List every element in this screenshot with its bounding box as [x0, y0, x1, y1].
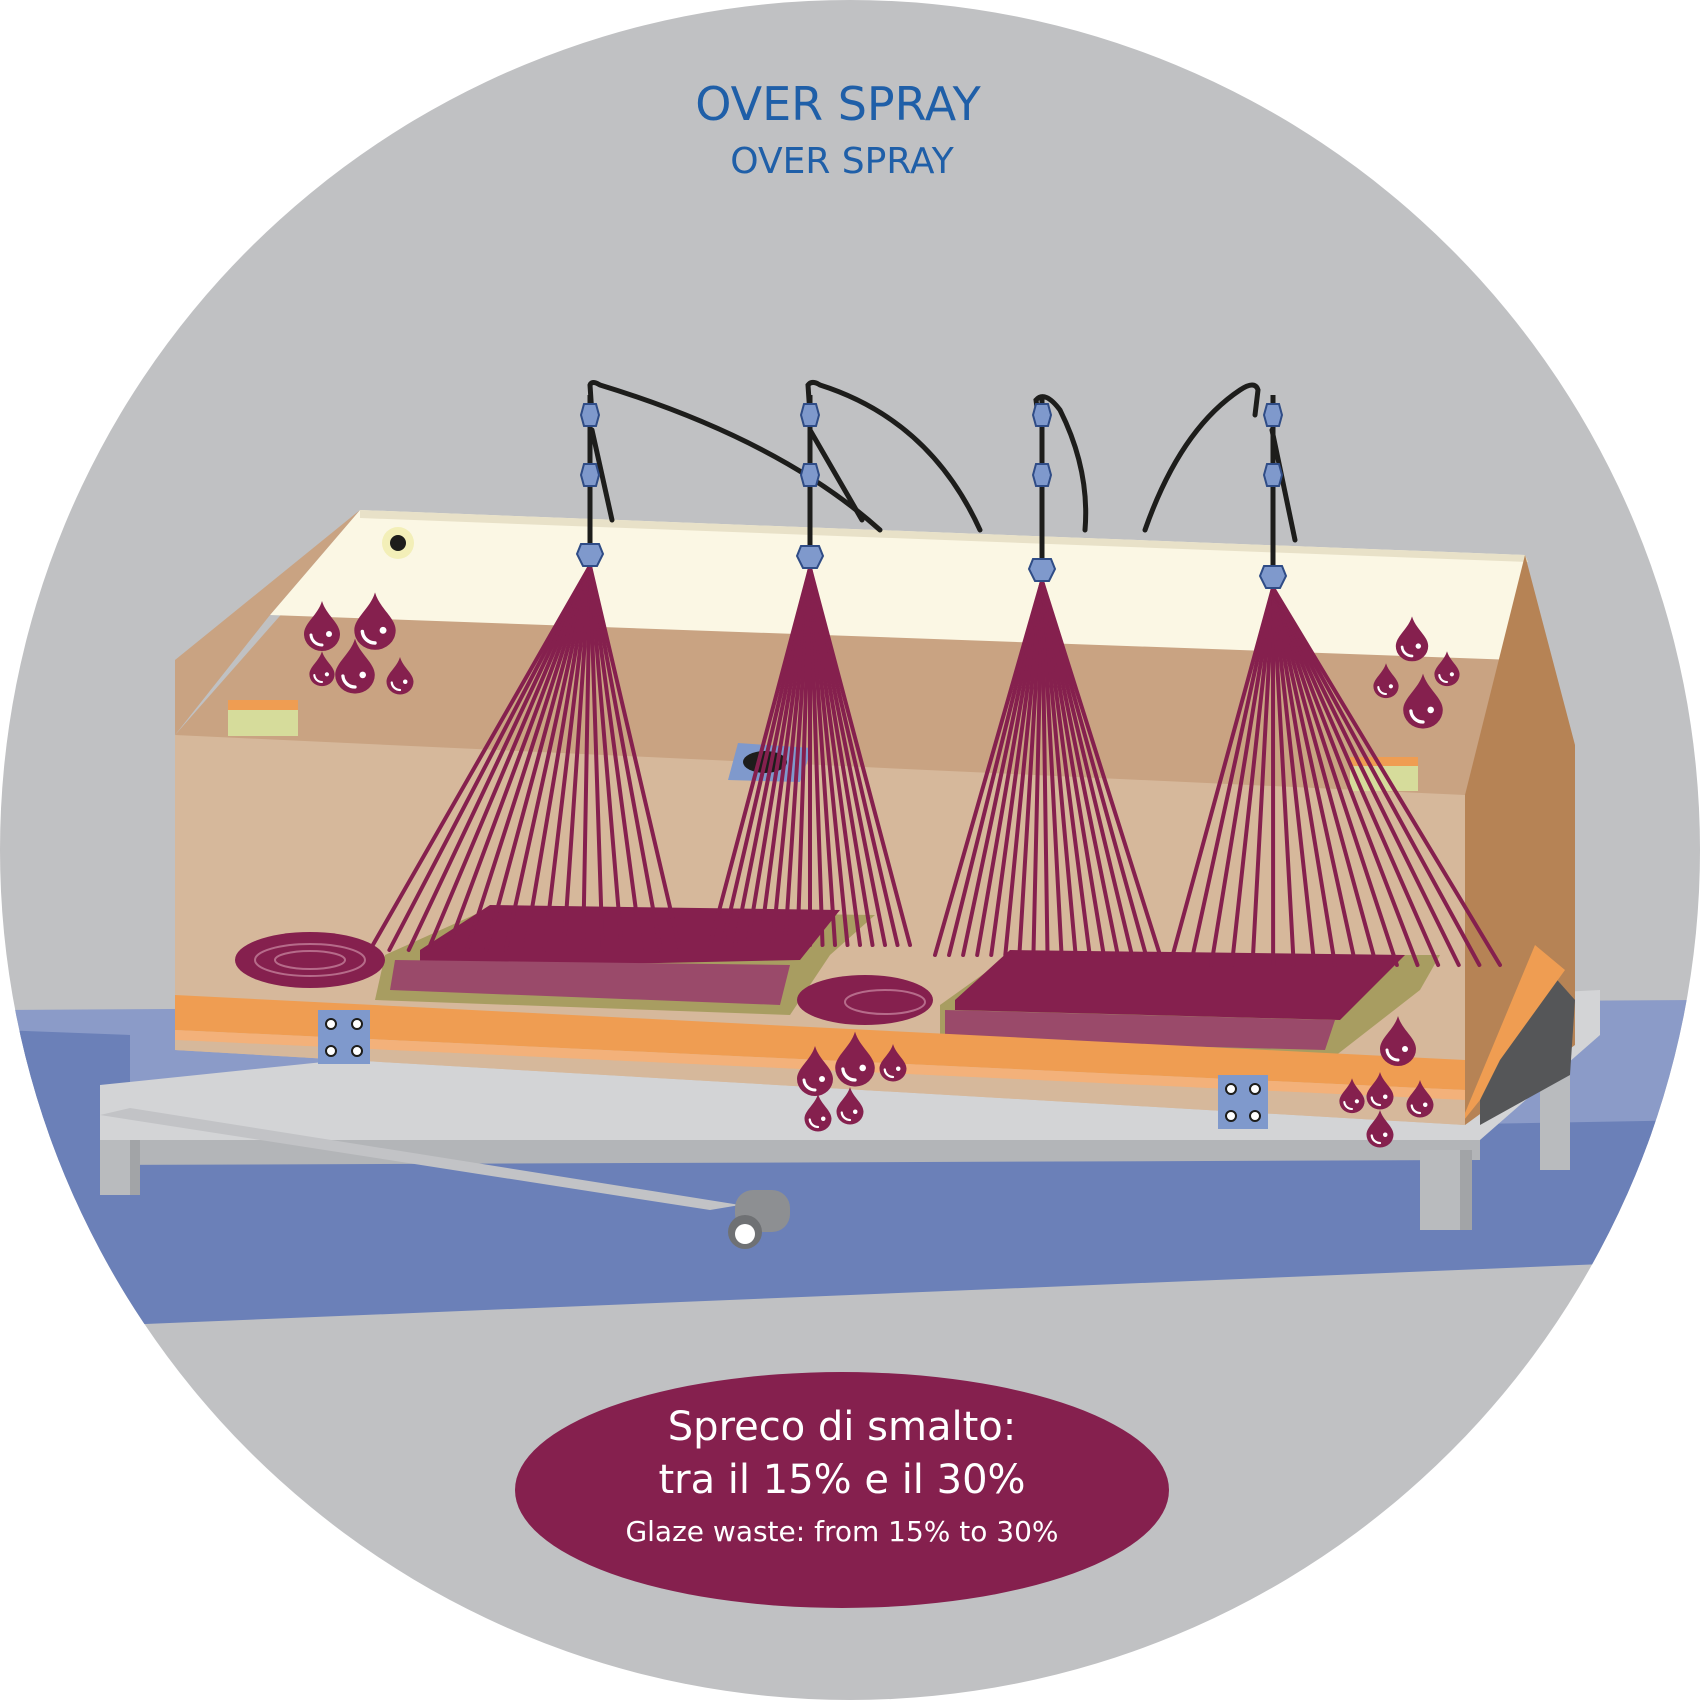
bolt-plate-icon [318, 1010, 370, 1064]
hose-joint-icon [1032, 463, 1052, 487]
spray-gun [795, 395, 825, 570]
hose-joint-icon [1263, 463, 1283, 487]
spray-nozzle-icon [1027, 557, 1057, 583]
hose-joint-icon [580, 463, 600, 487]
caption-italian-line-1: Spreco di smalto: [668, 1404, 1016, 1450]
hose-joint-icon [1263, 403, 1283, 427]
caption-english: Glaze waste: from 15% to 30% [625, 1515, 1058, 1548]
waste-caption-badge: Spreco di smalto: tra il 15% e il 30% Gl… [515, 1372, 1169, 1608]
bolt-plate-icon [1218, 1075, 1268, 1129]
caption-italian-line-2: tra il 15% e il 30% [658, 1457, 1025, 1503]
spray-jets [368, 564, 1502, 967]
hose-joint-icon [1032, 403, 1052, 427]
glaze-puddle-icon [235, 932, 385, 988]
glaze-puddle-icon [797, 975, 933, 1025]
drain-pipe-icon [728, 1190, 790, 1249]
spray-gun [1027, 395, 1057, 583]
spray-nozzle-icon [1258, 564, 1288, 590]
spray-nozzle-icon [575, 542, 605, 568]
title-english: OVER SPRAY [730, 141, 954, 182]
hose-joint-icon [800, 403, 820, 427]
spray-gun [1258, 395, 1288, 590]
hose-joint-icon [800, 463, 820, 487]
spray-gun [575, 395, 605, 568]
title-italian: OVER SPRAY [695, 77, 981, 131]
hose-joint-icon [580, 403, 600, 427]
spray-hoses [587, 380, 1298, 543]
spray-nozzle-icon [795, 544, 825, 570]
